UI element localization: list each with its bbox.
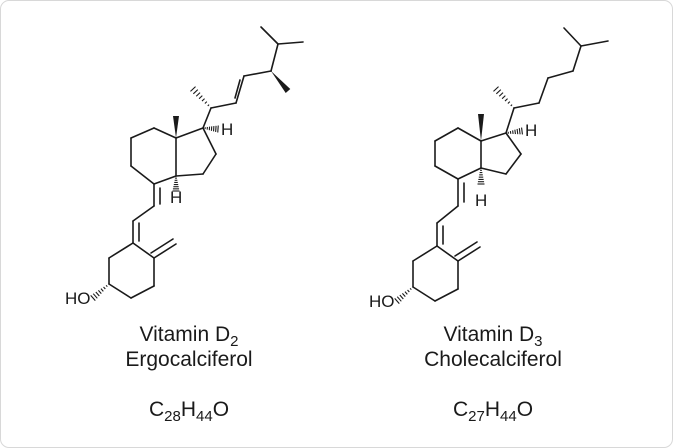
hash-bond <box>103 286 106 290</box>
bond-line <box>153 243 177 259</box>
atom-label: H <box>221 120 233 139</box>
bond-line <box>150 238 174 254</box>
bond-line <box>505 153 522 175</box>
hash-bond <box>394 298 400 304</box>
bond-line <box>235 75 245 104</box>
hash-bond <box>100 288 104 292</box>
bond-line <box>412 286 436 302</box>
bond-line <box>130 127 155 139</box>
compound-name: Vitamin D3 <box>443 323 543 350</box>
bond-line <box>132 242 155 259</box>
hash-bond <box>507 101 511 104</box>
bond-line <box>434 165 459 180</box>
atom-label: HO <box>65 289 91 308</box>
bond-line <box>108 283 132 299</box>
hash-bond <box>105 284 108 288</box>
bond-line <box>153 175 177 185</box>
hash-bond <box>190 86 196 92</box>
hash-bond <box>95 291 100 297</box>
bond-line <box>202 153 217 175</box>
atom-label: H <box>170 188 182 207</box>
bond-line <box>457 167 482 180</box>
atom-label: H <box>475 191 487 210</box>
compound-common-name: Cholecalciferol <box>424 348 562 371</box>
hash-bond <box>396 296 402 302</box>
bond-line <box>175 127 204 139</box>
bond-line <box>505 132 522 155</box>
hash-bond <box>409 287 412 291</box>
bond-line <box>580 40 609 47</box>
bond-line <box>480 167 507 175</box>
bond-line <box>457 246 481 262</box>
hash-bond <box>516 128 519 135</box>
molecular-formula: C27H44O <box>452 398 534 425</box>
bond-line <box>436 245 459 262</box>
bond-line <box>547 70 574 79</box>
bond-line <box>234 79 241 99</box>
bond-line <box>277 41 304 45</box>
bond-line <box>538 77 549 104</box>
wedge-bond <box>173 116 179 138</box>
bond-line <box>130 285 155 299</box>
hash-bond <box>201 98 205 102</box>
atom-label: HO <box>369 292 395 311</box>
bond-line <box>202 107 212 129</box>
hash-bond <box>192 89 199 95</box>
compound-caption-d3: Vitamin D3 Cholecalciferol C27H44O <box>363 322 623 425</box>
compound-common-name: Ergocalciferol <box>125 348 253 371</box>
hash-bond <box>90 295 96 301</box>
bond-line <box>436 205 459 224</box>
hash-bond <box>204 101 208 104</box>
hash-bond <box>401 292 406 298</box>
bond-line <box>243 70 272 77</box>
bond-line <box>563 27 582 47</box>
hash-bond <box>514 129 516 135</box>
hash-bond <box>495 89 502 95</box>
bond-line <box>434 288 459 302</box>
cholecalciferol-structure: H H HO <box>369 27 609 311</box>
hash-bond <box>504 98 508 102</box>
bond-line <box>270 43 279 72</box>
bond-line <box>454 241 478 257</box>
bond-line <box>132 205 155 222</box>
atom-label: H <box>525 121 537 140</box>
wedge-bond <box>271 71 291 93</box>
bond-line <box>457 127 482 142</box>
hash-bond <box>501 95 506 100</box>
bond-line <box>210 102 237 109</box>
wedge-bond <box>478 114 484 141</box>
bond-line <box>412 245 438 262</box>
bond-line <box>260 26 279 45</box>
hash-bond <box>195 92 201 97</box>
bond-line <box>153 127 177 139</box>
bond-line <box>108 242 134 259</box>
bond-line <box>505 107 515 134</box>
hash-bond <box>92 293 98 299</box>
bond-line <box>130 165 155 185</box>
ergocalciferol-structure: H H HO <box>65 26 304 308</box>
hash-bond <box>399 294 404 300</box>
bond-line <box>434 127 459 142</box>
bond-line <box>480 132 507 142</box>
bond-line <box>513 102 540 109</box>
compound-name: Vitamin D2 <box>139 323 239 350</box>
hash-bond <box>498 92 504 97</box>
hash-bond <box>207 104 210 107</box>
hash-bond <box>493 86 499 92</box>
hash-bond <box>198 95 203 100</box>
hash-bond <box>97 289 102 295</box>
bond-line <box>572 45 582 72</box>
hash-bond <box>518 128 521 135</box>
hash-bond <box>404 291 408 295</box>
hash-bond <box>521 127 523 135</box>
compound-caption-d2: Vitamin D2 Ergocalciferol C28H44O <box>59 322 319 425</box>
bond-line <box>175 173 204 177</box>
molecular-formula: C28H44O <box>148 398 230 425</box>
bond-line <box>202 127 217 155</box>
hash-bond <box>510 104 513 107</box>
hash-bond <box>407 289 410 293</box>
